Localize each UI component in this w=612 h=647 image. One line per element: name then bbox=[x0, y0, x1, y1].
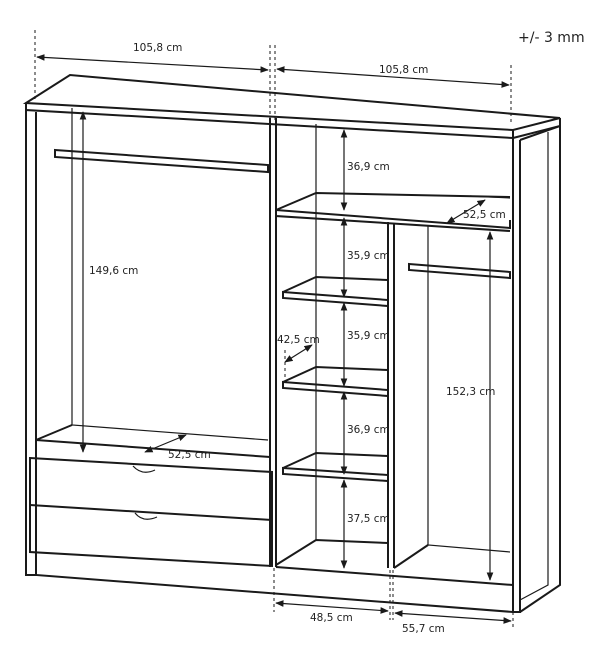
tolerance-label: +/- 3 mm bbox=[518, 30, 585, 46]
small-shelf-depth-label: 42,5 cm bbox=[277, 334, 320, 346]
shelf3-height-label: 35,9 cm bbox=[347, 330, 390, 342]
top-shelf-height-label: 36,9 cm bbox=[347, 161, 390, 173]
total-width-right-label: 105,8 cm bbox=[379, 64, 428, 76]
left-hanging-height-label: 149,6 cm bbox=[89, 265, 138, 277]
right-section-width-label: 55,7 cm bbox=[402, 623, 445, 635]
wardrobe-outline bbox=[22, 73, 561, 613]
left-bottom-depth-label: 52,5 cm bbox=[168, 449, 211, 461]
total-width-left-label: 105,8 cm bbox=[133, 42, 182, 54]
middle-section-width-label: 48,5 cm bbox=[310, 612, 353, 624]
top-shelf-depth-label: 52,5 cm bbox=[463, 209, 506, 221]
right-hanging-height-label: 152,3 cm bbox=[446, 386, 495, 398]
bottom-shelf-height-label: 37,5 cm bbox=[347, 513, 390, 525]
shelf4-height-label: 36,9 cm bbox=[347, 424, 390, 436]
dimension-lines bbox=[34, 30, 514, 630]
shelf2-height-label: 35,9 cm bbox=[347, 250, 390, 262]
dimension-labels: +/- 3 mm 105,8 cm 105,8 cm 36,9 cm 52,5 … bbox=[89, 30, 585, 635]
